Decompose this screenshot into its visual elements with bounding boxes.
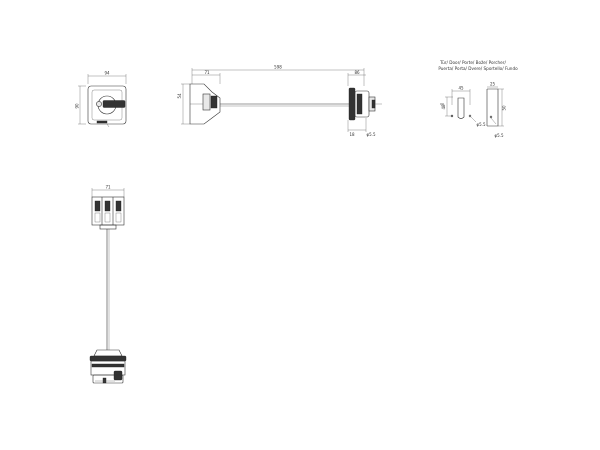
- front-width-label: 94: [104, 71, 110, 76]
- lock-icon: [96, 101, 102, 107]
- side-knob-body: [189, 83, 221, 125]
- door-cutout-view: Tür/ Door/ Porte/ Bože/ Porcher/ Puerta/…: [438, 60, 518, 138]
- door-title-line-2: Puerta/ Porta/ Dvere/ Sportello/ Fundo: [438, 66, 518, 71]
- switch-flange: [348, 87, 356, 121]
- side-right-label: 86: [354, 70, 360, 75]
- side-height-label: 54: [177, 93, 182, 99]
- door-hole-right: [468, 114, 472, 118]
- door-height-label: 48: [441, 104, 446, 110]
- door-width-label: 45: [458, 86, 464, 91]
- front-view: 94 90: [75, 71, 127, 128]
- door-right-width-label: 25: [490, 82, 496, 87]
- side-bottom-label-1: 18: [349, 132, 355, 137]
- side-bottom-label-2: φ5.5: [367, 132, 376, 137]
- side-top-left-label: 71: [204, 70, 210, 75]
- bottom-width-label: 71: [105, 185, 111, 190]
- door-hole-left: [450, 114, 454, 118]
- door-hole-label-2: φ5.5: [495, 133, 504, 138]
- door-right-height-label: 50: [502, 105, 507, 111]
- door-panel-outline: [487, 88, 499, 127]
- knob-handle: [102, 100, 126, 108]
- door-cutout-slot: [457, 97, 465, 119]
- door-hole-label-1: φ5.5: [477, 122, 486, 127]
- handle-collar: [93, 349, 123, 357]
- handle-lever: [113, 370, 123, 381]
- bottom-view: 71: [89, 185, 127, 384]
- handle-flange: [89, 355, 127, 362]
- overall-length-label: 598: [274, 65, 282, 70]
- front-height-label: 90: [75, 103, 80, 109]
- door-title-line-1: Tür/ Door/ Porte/ Bože/ Porcher/: [439, 60, 506, 65]
- side-view: 598 71 86 54 18 φ5.5: [177, 65, 382, 137]
